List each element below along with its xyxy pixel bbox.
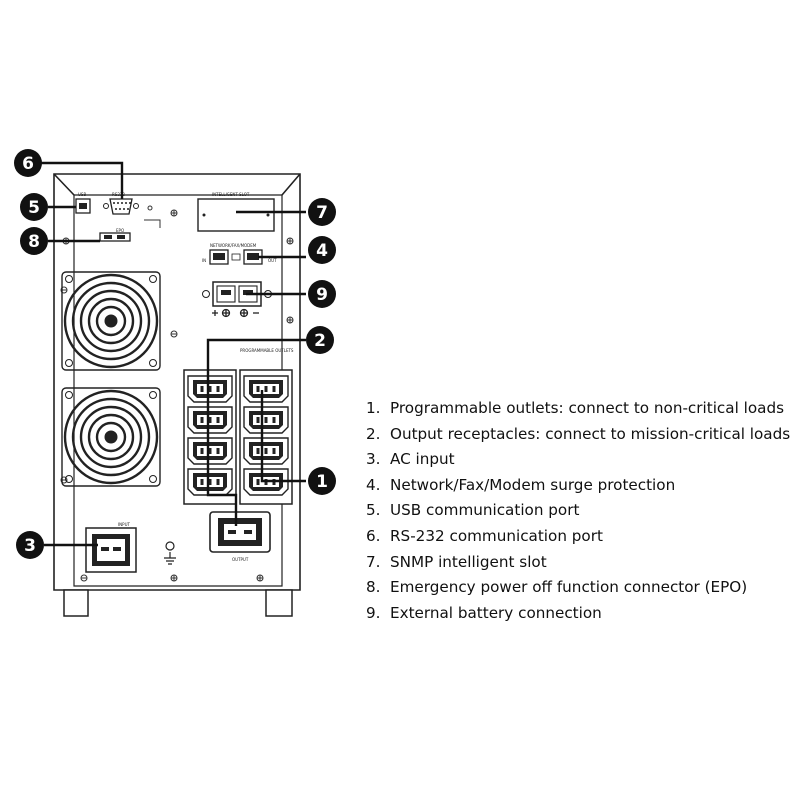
legend-item-number: 7. — [366, 552, 381, 571]
ac-input-socket: INPUT — [85, 522, 137, 573]
c13-outlet — [187, 437, 233, 465]
epo-label: EPO — [116, 228, 124, 233]
c19-output-receptacle: OUTPUT — [209, 511, 271, 562]
callout-number: 1 — [316, 472, 328, 492]
network-in-label: IN — [202, 258, 206, 263]
input-label: INPUT — [118, 522, 131, 527]
legend-item-text: Output receptacles: connect to mission-c… — [390, 424, 791, 443]
intelligent-slot: INTELLIGENT SLOT — [197, 192, 275, 232]
callout-number: 3 — [24, 536, 36, 556]
c13-outlet — [243, 375, 289, 403]
callout-number: 4 — [316, 241, 328, 261]
legend-item-number: 5. — [366, 501, 381, 520]
legend-item-text: USB communication port — [390, 501, 580, 520]
callout-badge-1: 1 — [308, 467, 336, 495]
callout-badge-3: 3 — [16, 531, 44, 559]
cabinet-feet — [63, 589, 293, 617]
legend-item: 4. Network/Fax/Modem surge protection — [366, 473, 796, 499]
callout-badge-8: 8 — [20, 227, 48, 255]
callout-badge-2: 2 — [306, 326, 334, 354]
legend-item-text: SNMP intelligent slot — [390, 552, 547, 571]
network-label: NETWORK/FAX/MODEM — [210, 243, 257, 248]
c13-outlet — [243, 437, 289, 465]
legend-item-text: Emergency power off function connector (… — [390, 578, 748, 597]
network-out-label: OUT — [268, 258, 277, 263]
rs232-port: RS232 — [103, 192, 139, 215]
legend-item-number: 2. — [366, 424, 381, 443]
callout-number: 6 — [22, 154, 34, 174]
legend-item-number: 6. — [366, 526, 381, 545]
legend-item-number: 3. — [366, 450, 381, 469]
c13-outlet — [187, 375, 233, 403]
cooling-fan-upper — [61, 271, 161, 371]
callout-number: 8 — [28, 232, 40, 252]
epo-connector: EPO — [99, 228, 131, 242]
legend-item: 9. External battery connection — [366, 601, 796, 627]
callout-badge-9: 9 — [308, 280, 336, 308]
cooling-fan-lower — [61, 387, 161, 487]
c13-outlet — [187, 468, 233, 496]
callout-badge-4: 4 — [308, 236, 336, 264]
network-surge-ports: NETWORK/FAX/MODEM IN OUT — [202, 243, 277, 265]
intelligent-slot-label: INTELLIGENT SLOT — [212, 192, 250, 197]
usb-port-label: USB — [78, 192, 86, 197]
c13-outlet — [187, 406, 233, 434]
legend-item-text: Programmable outlets: connect to non-cri… — [390, 399, 784, 417]
callout-leader-lines — [40, 161, 306, 547]
ground-terminal-icon — [164, 541, 176, 565]
legend-item-number: 9. — [366, 603, 381, 622]
legend-item-text: RS-232 communication port — [390, 526, 603, 545]
legend-item: 6. RS-232 communication port — [366, 524, 796, 550]
legend-item: 2. Output receptacles: connect to mission… — [366, 422, 796, 448]
legend-item-text: Network/Fax/Modem surge protection — [390, 475, 676, 494]
c13-outlet — [243, 406, 289, 434]
legend-item-text: AC input — [390, 450, 455, 469]
callout-badge-7: 7 — [308, 198, 336, 226]
callout-number: 2 — [314, 331, 326, 351]
legend-item: 8. Emergency power off function connector… — [366, 575, 796, 601]
programmable-outlets-label: PROGRAMMABLE OUTLETS — [240, 348, 294, 353]
legend-item-number: 1. — [366, 399, 381, 417]
legend-item: 3. AC input — [366, 447, 796, 473]
panel-mark — [144, 219, 161, 228]
callout-number: 7 — [316, 203, 328, 223]
legend-item-number: 4. — [366, 475, 381, 494]
callout-badge-6: 6 — [14, 149, 42, 177]
legend-item-text: External battery connection — [390, 603, 602, 622]
output-label: OUTPUT — [232, 557, 249, 562]
callout-number: 9 — [316, 285, 328, 305]
legend-item-number: 8. — [366, 578, 381, 597]
legend-item: 1. Programmable outlets: connect to non-c… — [366, 396, 796, 422]
callout-badge-5: 5 — [20, 193, 48, 221]
panel-screws — [60, 205, 294, 582]
callout-number: 5 — [28, 198, 40, 218]
rs232-port-label: RS232 — [112, 192, 125, 197]
legend-item: 5. USB communication port — [366, 498, 796, 524]
legend-item: 7. SNMP intelligent slot — [366, 550, 796, 576]
component-legend: 1. Programmable outlets: connect to non-c… — [366, 396, 796, 626]
